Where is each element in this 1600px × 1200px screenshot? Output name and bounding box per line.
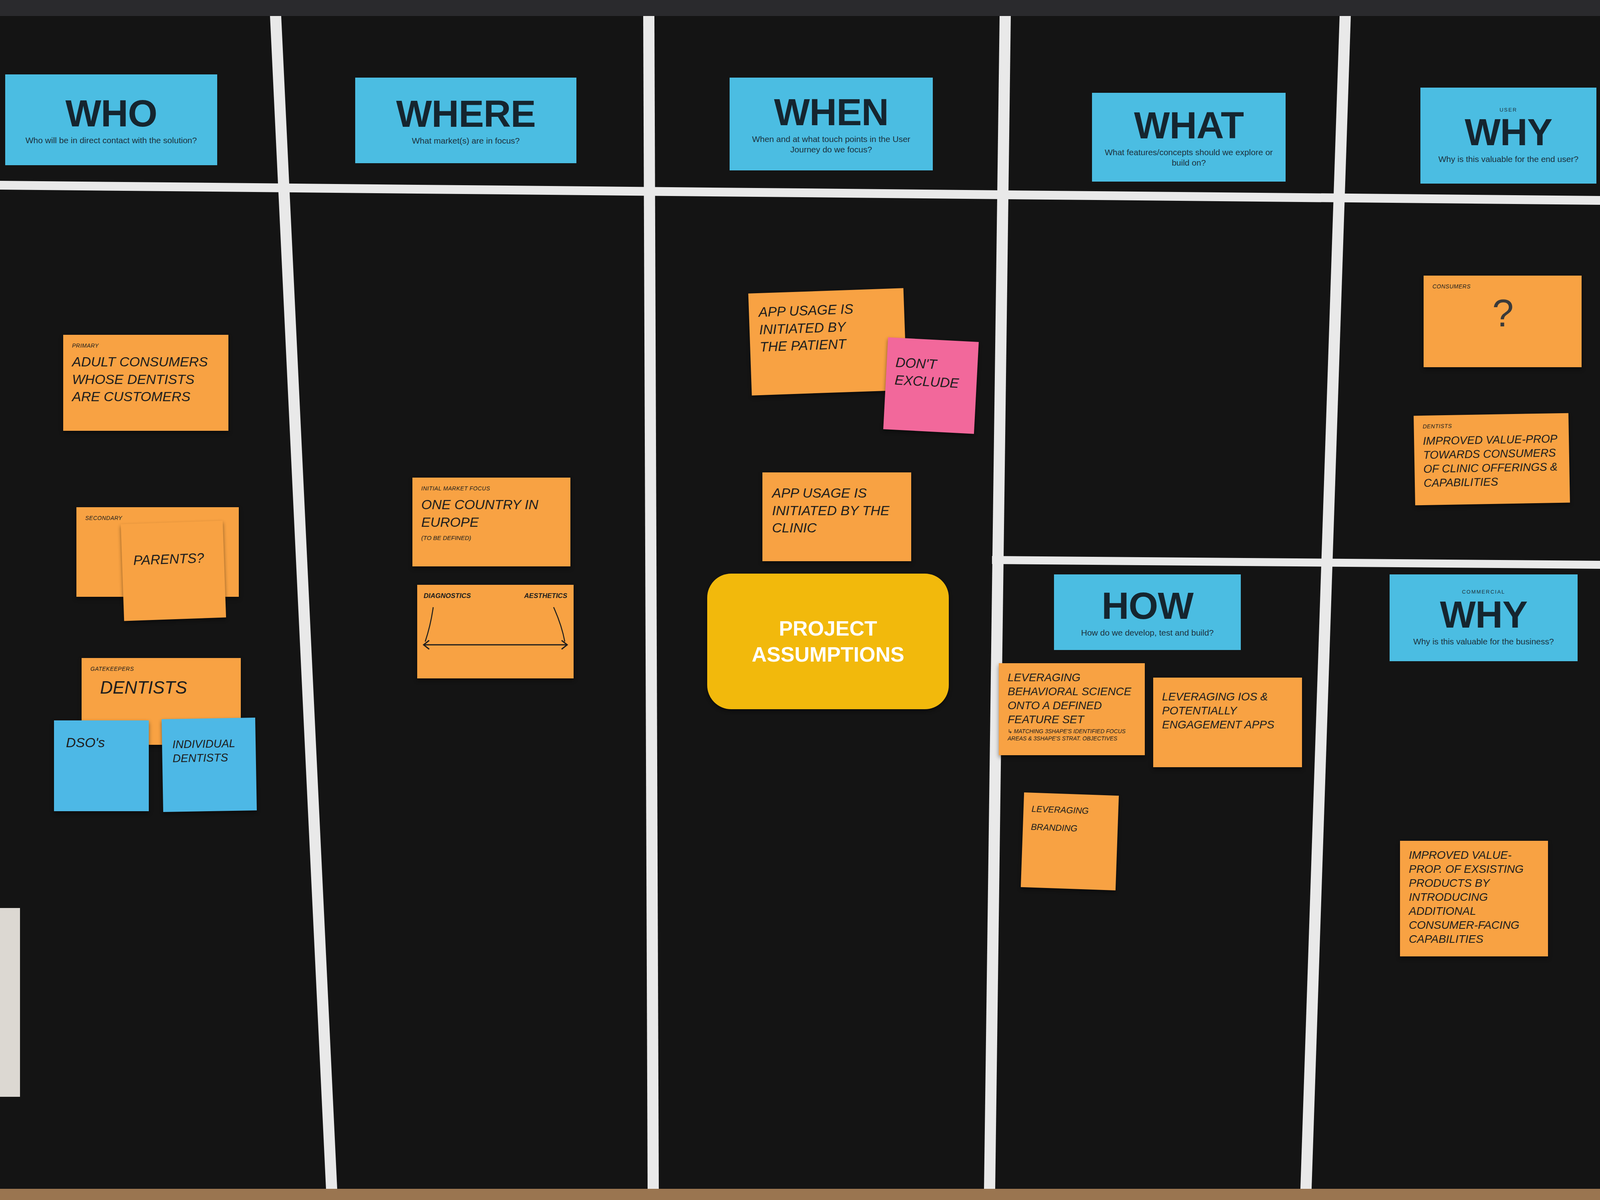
project-assumptions-badge: PROJECT ASSUMPTIONS [707, 573, 949, 710]
card-subtitle: What market(s) are in focus? [412, 135, 520, 146]
scale-end-label: AESTHETICS [524, 592, 568, 600]
note-tag: DENTISTS [1422, 420, 1561, 430]
tape-line [643, 16, 659, 1189]
card-subtitle: What features/concepts should we explore… [1099, 147, 1279, 169]
header-card: HOWHow do we develop, test and build? [1054, 574, 1241, 650]
header-card: WHATWhat features/concepts should we exp… [1092, 92, 1286, 182]
card-title: HOW [1101, 586, 1194, 626]
tape-grid [0, 16, 1600, 1189]
badge-text: PROJECT ASSUMPTIONS [719, 615, 937, 668]
sticky-note: DENTISTSIMPROVED VALUE-PROP TOWARDS CONS… [1413, 413, 1570, 506]
card-title: WHERE [396, 94, 536, 134]
card-title: WHAT [1134, 106, 1244, 145]
leader-line [553, 607, 565, 642]
sticky-note: DSO's [54, 720, 149, 812]
card-subtitle: When and at what touch points in the Use… [736, 134, 926, 156]
card-title: WHO [65, 94, 157, 133]
arrow-head [561, 640, 568, 650]
note-text: IMPROVED VALUE-PROP TOWARDS CONSUMERS OF… [1422, 431, 1562, 490]
header-card: WHENWhen and at what touch points in the… [729, 77, 933, 171]
note-remark: (TO BE DEFINED) [421, 534, 563, 542]
wall-gap [0, 908, 20, 1097]
tape-line [992, 556, 1600, 569]
note-text: BRANDING [1030, 820, 1111, 836]
note-text: LEVERAGING IOS & POTENTIALLY ENGAGEMENT … [1162, 689, 1294, 732]
note-text: APP USAGE IS INITIATED BY THE PATIENT [758, 299, 874, 356]
note-text: DENTISTS [90, 676, 233, 699]
sticky-note: SECONDARY PARENTS? [76, 507, 239, 597]
note-tag: INITIAL MARKET FOCUS [421, 484, 563, 492]
tape-line [1300, 16, 1351, 1189]
question-mark: ? [1432, 294, 1574, 333]
sticky-note: CONSUMERS? [1423, 275, 1582, 368]
sticky-note: IMPROVED VALUE-PROP. OF EXSISTING PRODUC… [1400, 840, 1548, 957]
sticky-note: APP USAGE IS INITIATED BY THE PATIENT [748, 288, 908, 396]
card-subtitle: Who will be in direct contact with the s… [25, 135, 197, 146]
header-card: COMMERCIALWHY Why is this valuable for th… [1389, 574, 1578, 662]
scale-end-label: DIAGNOSTICS [423, 592, 471, 600]
card-subtitle: How do we develop, test and build? [1081, 627, 1214, 638]
header-card: WHO Who will be in direct contact with th… [5, 74, 218, 166]
card-title: WHEN [774, 92, 889, 132]
sticky-note: LEVERAGING IOS & POTENTIALLY ENGAGEMENT … [1153, 677, 1302, 768]
scale-line [423, 644, 568, 646]
sticky-note: PARENTS? [120, 520, 226, 622]
sticky-note: INDIVIDUAL DENTISTS [161, 717, 257, 812]
note-tag: CONSUMERS [1432, 282, 1574, 290]
arrow-head [423, 640, 430, 650]
header-card: WHEREWhat market(s) are in focus? [355, 77, 577, 164]
note-text: LEVERAGING [1031, 803, 1112, 819]
floor [0, 1188, 1600, 1200]
note-tag: GATEKEEPERS [90, 665, 233, 673]
sticky-note: LEVERAGING BEHAVIORAL SCIENCE ONTO A DEF… [998, 663, 1145, 756]
sticky-note: DON'T EXCLUDE [883, 337, 979, 434]
sticky-note: DIAGNOSTICS AESTHETICS [417, 584, 574, 679]
note-text: INDIVIDUAL DENTISTS [172, 736, 250, 766]
sticky-note: INITIAL MARKET FOCUS ONE COUNTRY IN EUROP… [412, 477, 571, 567]
card-subtitle: Why is this valuable for the business? [1413, 636, 1554, 647]
note-text: ADULT CONSUMERS WHOSE DENTISTS ARE CUSTO… [72, 353, 221, 406]
card-title: WHY [1464, 112, 1553, 152]
tape-line [984, 16, 1011, 1189]
header-card: USERWHY Why is this valuable for the end … [1420, 87, 1597, 184]
note-tag: SECONDARY [85, 514, 231, 522]
note-text: PARENTS? [132, 548, 216, 570]
card-title: WHY [1440, 595, 1528, 634]
sticky-note: APP USAGE IS INITIATED BY THE CLINIC [762, 472, 912, 562]
top-rail [0, 0, 1600, 16]
sticky-note: LEVERAGINGBRANDING [1020, 792, 1119, 891]
note-text: DSO's [66, 734, 141, 752]
card-tag: USER [1499, 106, 1518, 114]
tape-line [0, 180, 1600, 205]
card-tag: COMMERCIAL [1462, 588, 1506, 596]
note-tag: PRIMARY [72, 342, 221, 350]
card-subtitle: Why is this valuable for the end user? [1438, 154, 1579, 165]
note-text: APP USAGE IS INITIATED BY THE CLINIC [772, 484, 902, 537]
tape-line [270, 16, 338, 1189]
note-remark: ↳ MATCHING 3SHAPE'S IDENTIFIED FOCUS ARE… [1007, 728, 1137, 742]
sticky-note: PRIMARY ADULT CONSUMERS WHOSE DENTISTS AR… [63, 334, 229, 431]
leader-line [425, 607, 434, 642]
note-text: DON'T EXCLUDE [894, 353, 970, 393]
note-text: ONE COUNTRY IN EUROPE [421, 496, 563, 531]
note-text: LEVERAGING BEHAVIORAL SCIENCE ONTO A DEF… [1007, 670, 1137, 727]
note-text: IMPROVED VALUE-PROP. OF EXSISTING PRODUC… [1408, 848, 1540, 946]
